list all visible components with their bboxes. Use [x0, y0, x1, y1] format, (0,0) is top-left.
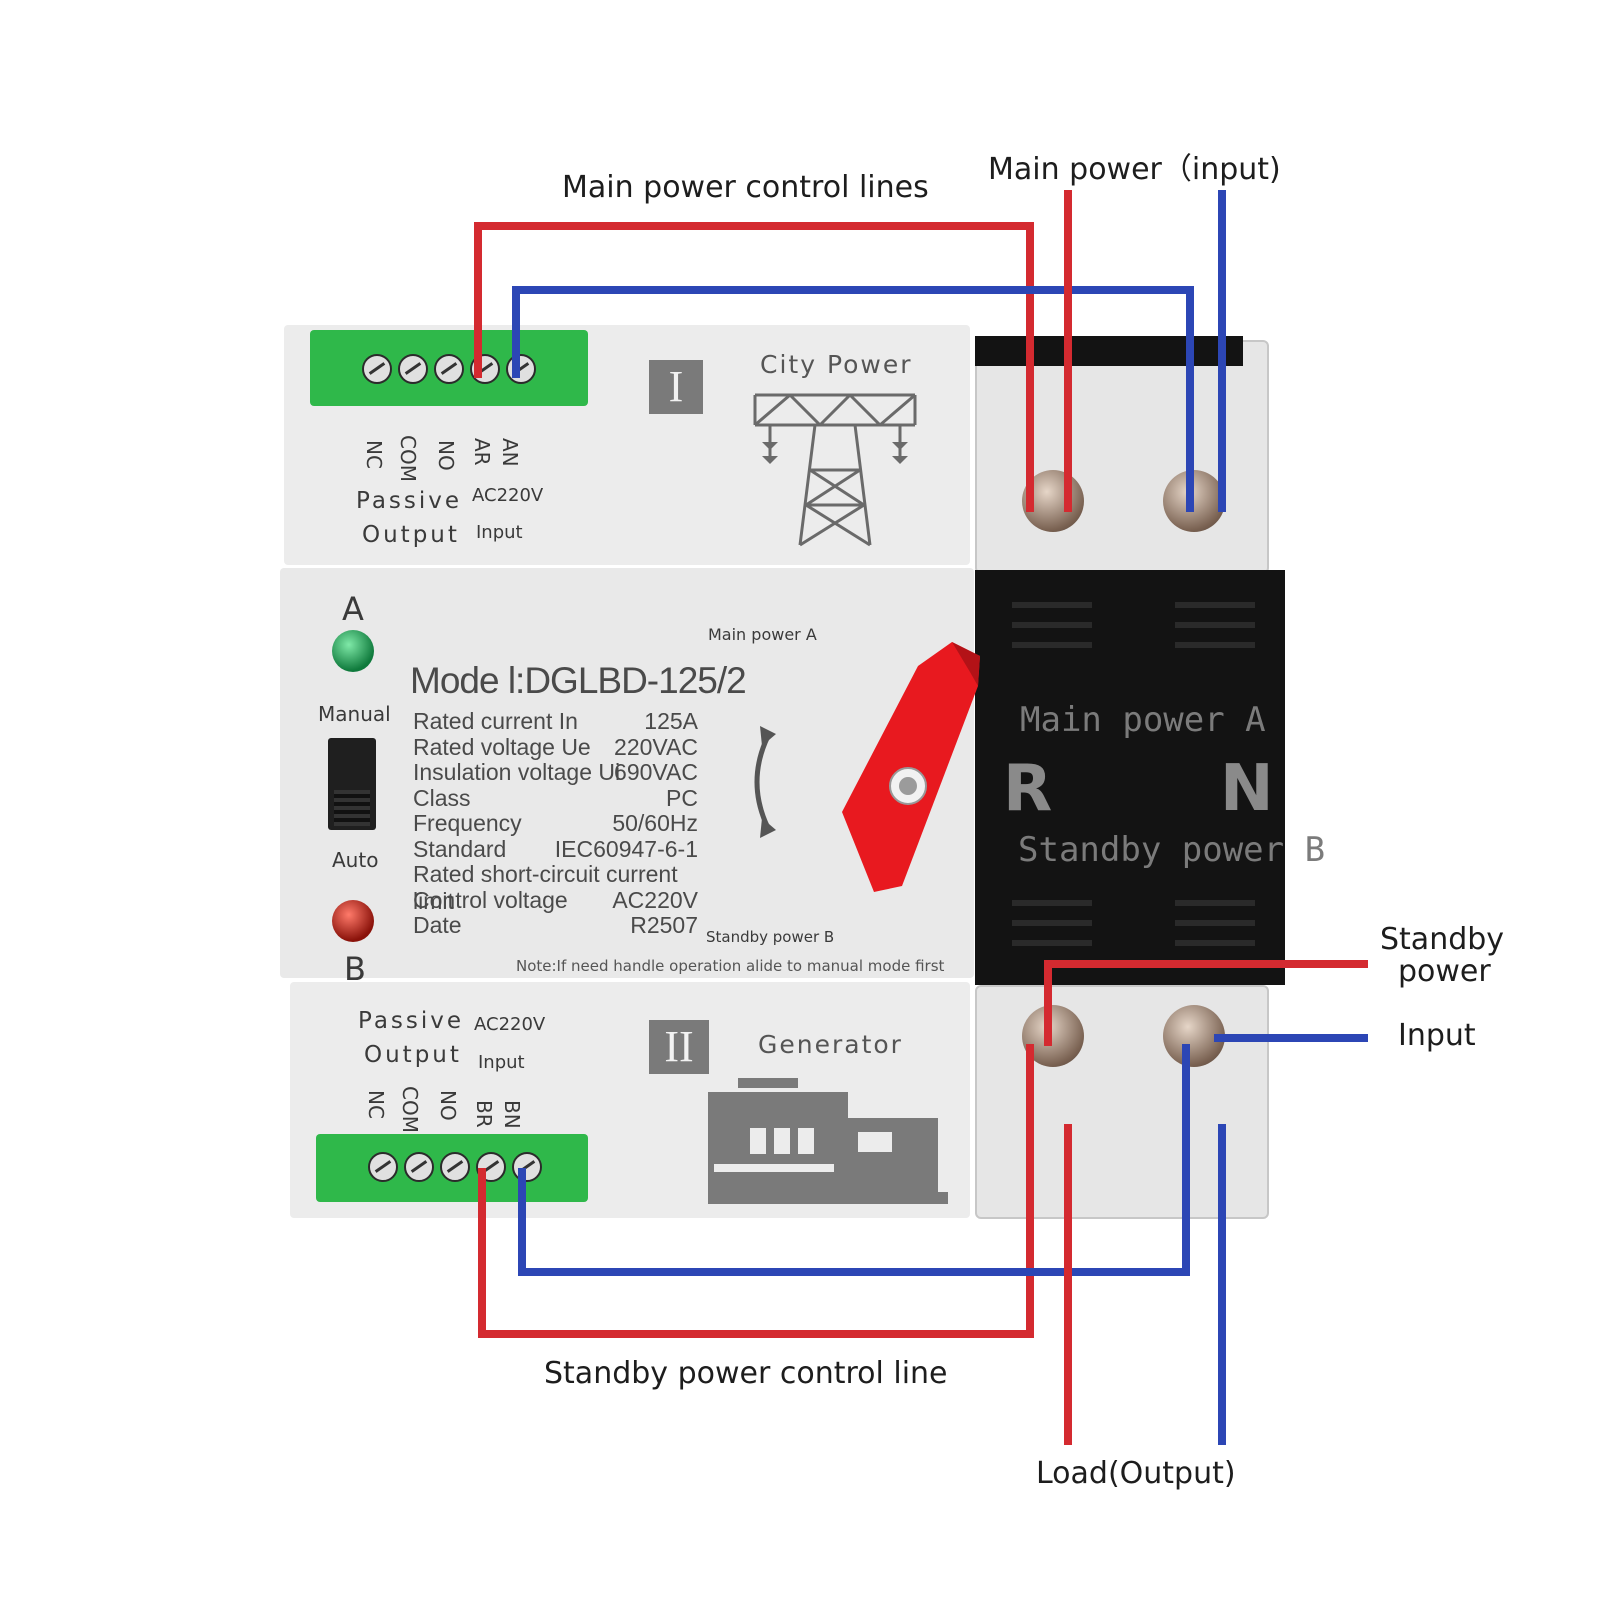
panel-main-power-a: Main power A — [708, 625, 817, 644]
spec-key: Date — [413, 912, 462, 938]
spec-key: Rated current In — [413, 708, 578, 734]
spec-value: 50/60Hz — [612, 810, 698, 836]
input-label: Input — [1398, 1018, 1476, 1053]
spec-value: IEC60947-6-1 — [554, 835, 698, 862]
block-n-label: N — [1220, 752, 1274, 826]
spec-key: Class — [413, 784, 471, 811]
top-input: Input — [476, 522, 523, 543]
spec-key: Control voltage — [413, 886, 568, 913]
switch-handle[interactable] — [830, 636, 1000, 906]
vent — [1012, 920, 1092, 926]
auto-label: Auto — [332, 848, 379, 872]
indicator-a-led — [332, 630, 374, 672]
panel-standby-power-b: Standby power B — [706, 928, 835, 946]
vent — [1175, 900, 1255, 906]
bottom-input: Input — [478, 1052, 525, 1073]
front-panel — [280, 568, 974, 978]
main-control-red-wire — [474, 222, 1034, 512]
top-passive: Passive — [356, 488, 463, 514]
power-tower-icon — [753, 393, 917, 547]
standby-input-red-wire — [1044, 960, 1368, 1046]
block-r-label: R — [1003, 752, 1053, 826]
indicator-b-led — [332, 900, 374, 942]
terminal-screw — [404, 1152, 434, 1182]
spec-value: PC — [666, 784, 698, 811]
generator-icon — [708, 1078, 948, 1204]
indicator-b-label: B — [344, 950, 366, 988]
bottom-terminal-block — [316, 1134, 588, 1202]
vent — [1175, 602, 1255, 608]
standby-control-blue-wire — [518, 1044, 1190, 1276]
vent — [1012, 622, 1092, 628]
spec-key: Standard — [413, 835, 507, 862]
terminal-screw — [362, 354, 392, 384]
bottom-module-title: Generator — [758, 1030, 903, 1059]
spec-key: Rated voltage Ue — [413, 733, 591, 760]
terminal-screw — [512, 1152, 542, 1182]
terminal-screw — [434, 354, 464, 384]
manual-label: Manual — [318, 702, 391, 726]
vent — [1175, 622, 1255, 628]
terminal-screw — [368, 1152, 398, 1182]
vent — [1012, 642, 1092, 648]
bottom-passive: Passive — [358, 1008, 465, 1034]
bottom-output: Output — [364, 1042, 462, 1068]
spec-key: Insulation voltage Ui — [413, 759, 621, 785]
block-main-power-a: Main power A — [1020, 700, 1266, 740]
spec-key: Rated short-circuit current limit — [413, 861, 678, 914]
spec-value: 125A — [644, 708, 698, 734]
top-output: Output — [362, 522, 460, 548]
spec-value: AC220V — [612, 886, 698, 913]
load-output-label: Load(Output) — [1036, 1456, 1236, 1491]
vent — [1175, 940, 1255, 946]
terminal-screw — [506, 354, 536, 384]
main-power-control-lines-label: Main power control lines — [562, 170, 929, 205]
model-label: Mode l:DGLBD-125/2 — [410, 660, 747, 701]
top-roman-numeral: I — [649, 360, 703, 414]
bottom-roman-numeral: II — [649, 1020, 709, 1074]
bottom-ac220v: AC220V — [474, 1014, 546, 1035]
terminal-screw — [398, 354, 428, 384]
standby-power-control-line-label: Standby power control line — [544, 1356, 948, 1391]
spec-value: 690VAC — [614, 759, 698, 785]
standby-power-label-line1: Standby — [1380, 922, 1505, 957]
vent — [1012, 602, 1092, 608]
vent — [1012, 900, 1092, 906]
rotation-arrow-icon — [754, 726, 776, 838]
vent — [1012, 940, 1092, 946]
top-ac220v: AC220V — [472, 485, 544, 506]
terminal-screw — [440, 1152, 470, 1182]
spec-value: R2507 — [630, 912, 698, 938]
vent — [1175, 920, 1255, 926]
indicator-a-label: A — [342, 590, 364, 628]
spec-value: 220VAC — [614, 733, 698, 760]
top-terminal-block — [310, 330, 588, 406]
top-terminal-cap — [975, 336, 1243, 366]
standby-power-label-line2: power — [1398, 954, 1491, 989]
spec-key: Frequency — [413, 810, 522, 836]
block-standby-power-b: Standby power B — [1018, 830, 1326, 870]
slide-switch-knob — [334, 790, 370, 826]
top-module-title: City Power — [760, 350, 913, 379]
vent — [1175, 642, 1255, 648]
panel-note: Note:If need handle operation alide to m… — [516, 957, 945, 975]
main-power-input-label: Main power（input) — [988, 152, 1281, 187]
standby-control-red-wire — [478, 1044, 1034, 1338]
switch-contact-block — [975, 570, 1285, 985]
main-control-blue-wire — [512, 286, 1194, 512]
